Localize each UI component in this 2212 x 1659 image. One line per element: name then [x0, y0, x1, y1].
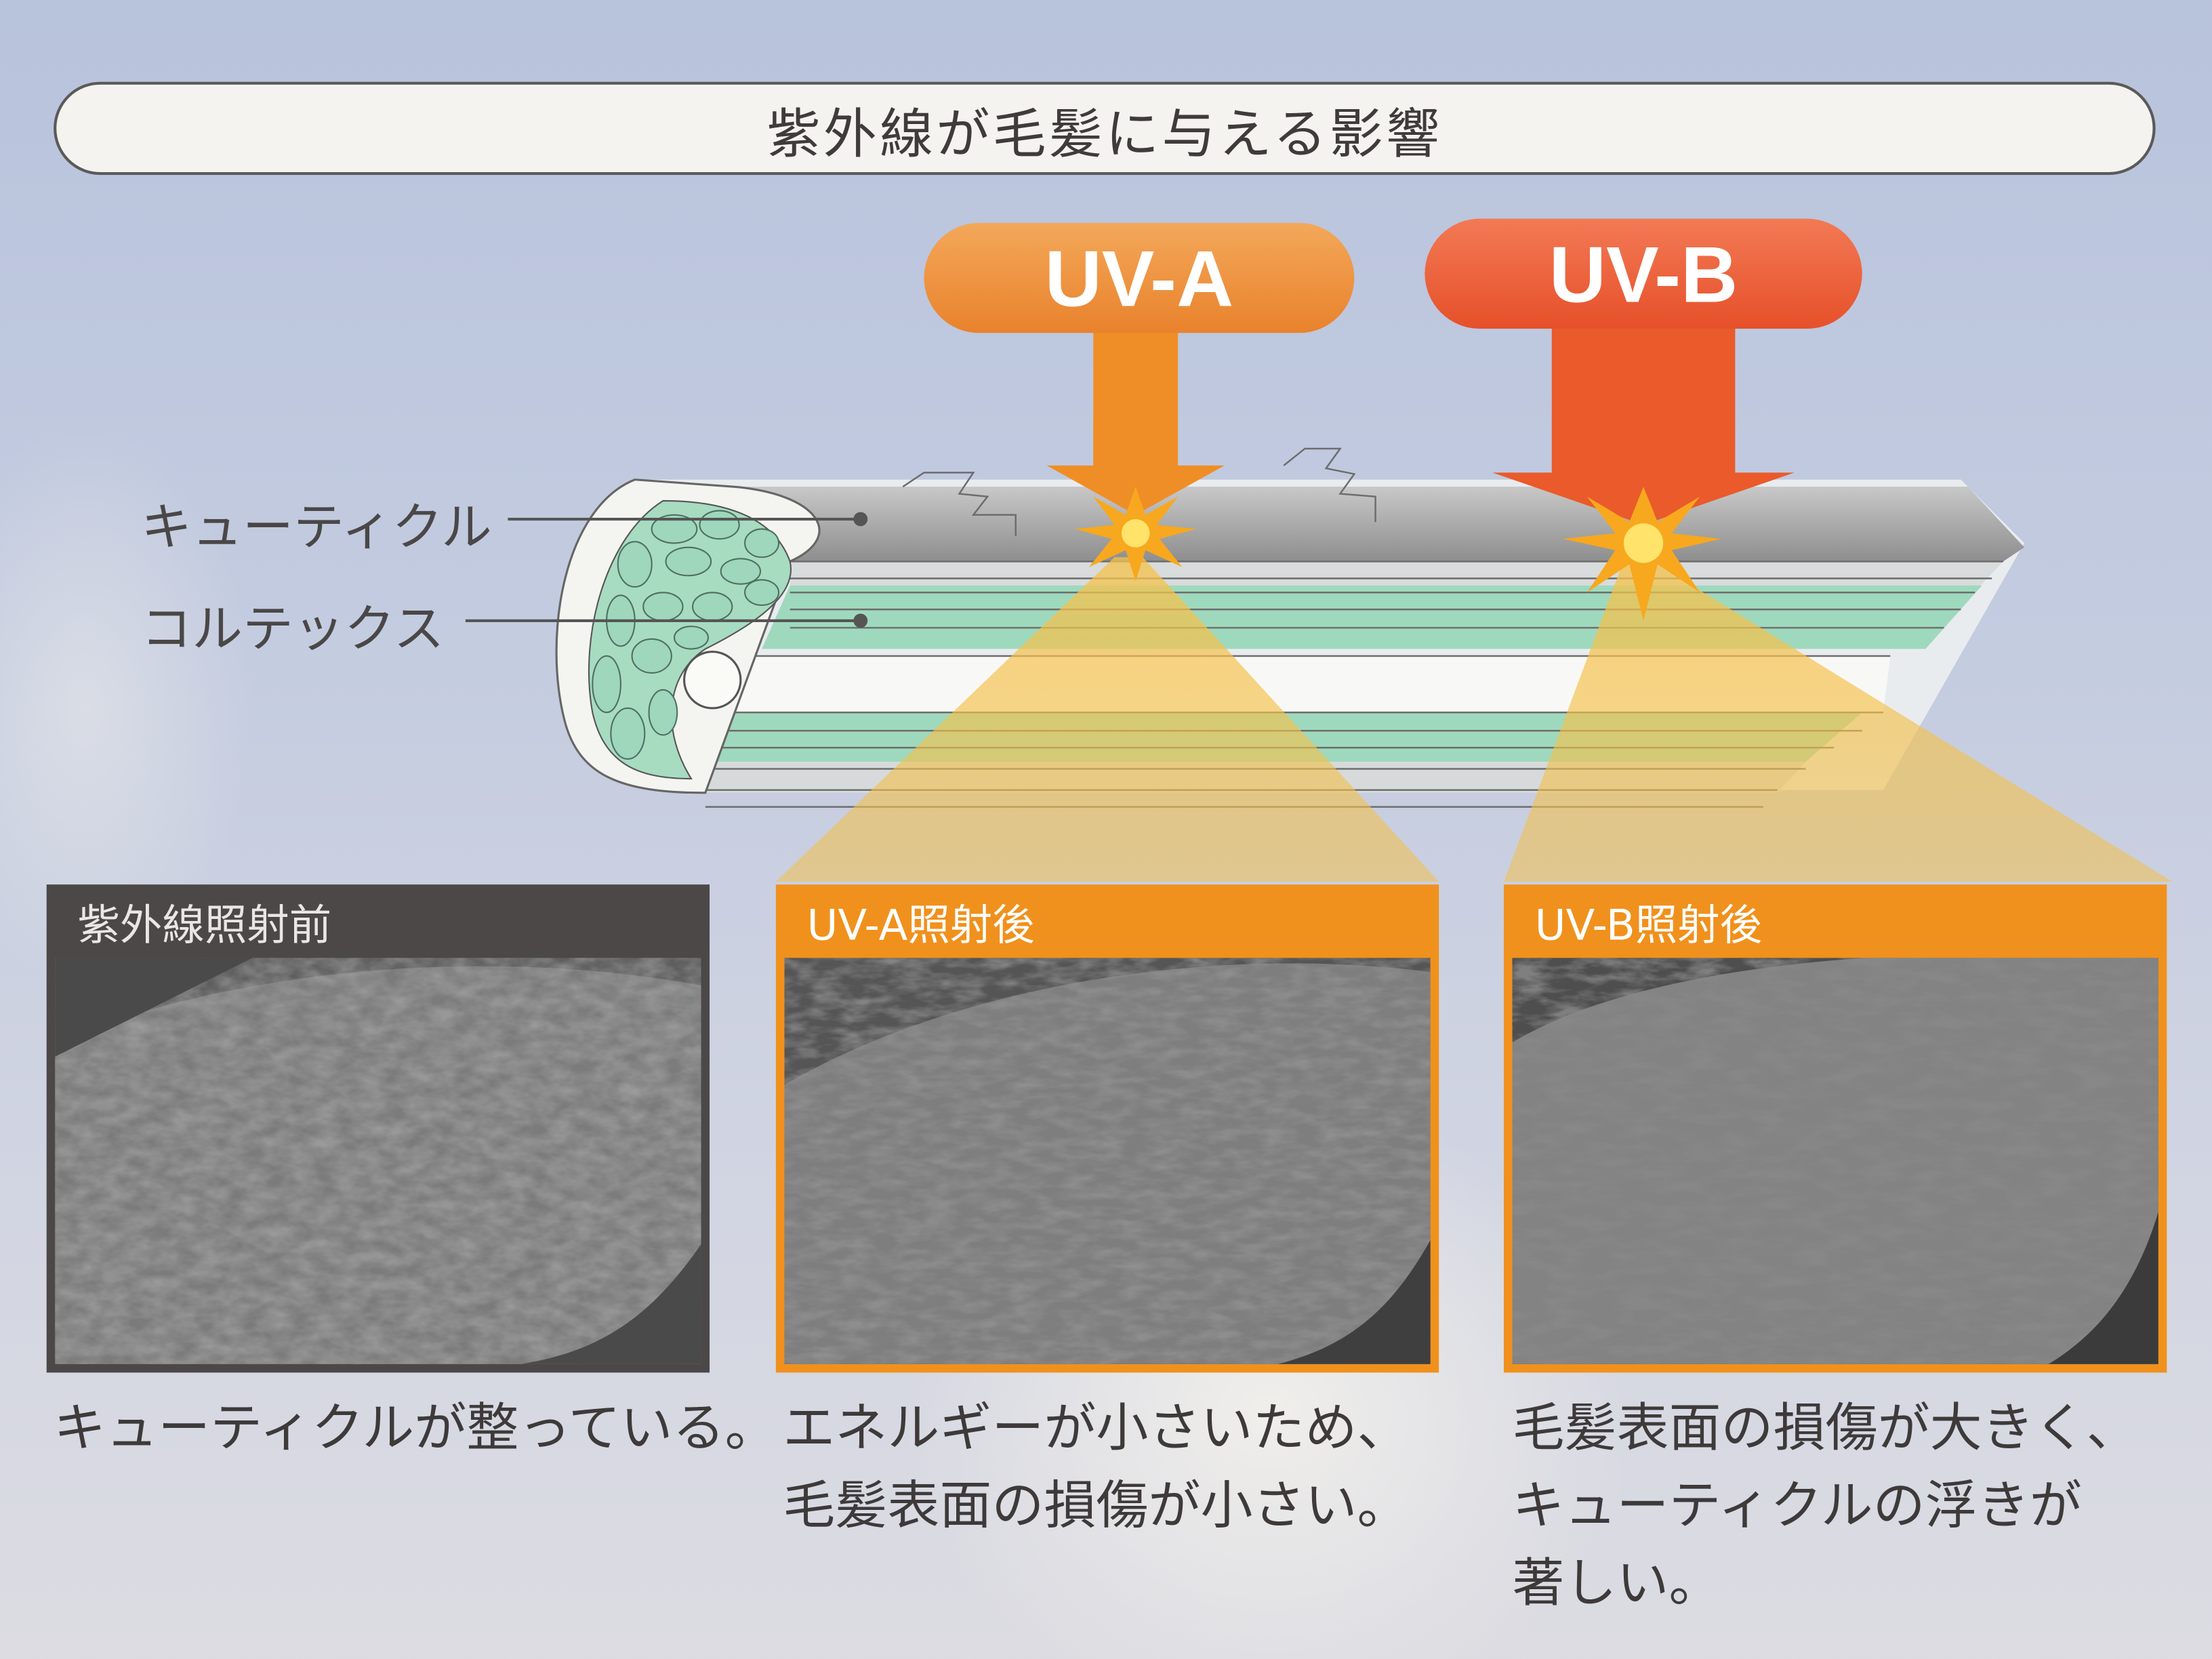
caption-line: エネルギーが小さいため、	[783, 1397, 1410, 1459]
panel-after-uva: UV-A照射後	[775, 884, 1439, 1373]
caption-line: 著しい。	[1512, 1553, 1721, 1614]
panel-header: UV-A照射後	[806, 901, 1035, 951]
cortex-layer	[762, 585, 1982, 649]
panel-header: 紫外線照射前	[77, 901, 332, 951]
caption-line: キューティクルの浮きが	[1512, 1475, 2082, 1536]
uvb-light-cone	[1503, 564, 2173, 882]
panel-before-uv: 紫外線照射前	[46, 884, 710, 1373]
caption-after-uvb: 毛髪表面の損傷が大きく、 キューティクルの浮きが 著しい。	[1512, 1389, 2138, 1622]
sem-photo-after-uvb	[1512, 958, 2158, 1364]
cuticle-layer	[733, 487, 2025, 562]
sem-photo-before	[55, 958, 701, 1364]
panel-header: UV-B照射後	[1534, 901, 1763, 951]
uva-impact-burst-icon	[1075, 487, 1197, 581]
cortex-label: コルテックス	[141, 600, 445, 659]
cuticle-label: キューティクル	[141, 499, 492, 558]
caption-before-uv: キューティクルが整っている。	[54, 1389, 777, 1467]
panel-after-uvb: UV-B照射後	[1503, 884, 2167, 1373]
page-title: 紫外線が毛髪に与える影響	[54, 81, 2156, 176]
caption-after-uva: エネルギーが小さいため、 毛髪表面の損傷が小さい。	[783, 1389, 1409, 1544]
sem-photo-after-uva	[784, 958, 1431, 1364]
uva-label-badge: UV-A	[924, 222, 1355, 333]
caption-line: 毛髪表面の損傷が小さい。	[783, 1475, 1410, 1536]
uva-light-cone	[775, 557, 1439, 882]
caption-line: 毛髪表面の損傷が大きく、	[1512, 1397, 2139, 1459]
caption-line: キューティクルが整っている。	[54, 1397, 777, 1459]
uva-arrow	[1046, 330, 1225, 515]
uvb-label-badge: UV-B	[1425, 218, 1862, 329]
uvb-impact-burst-icon	[1563, 487, 1721, 621]
